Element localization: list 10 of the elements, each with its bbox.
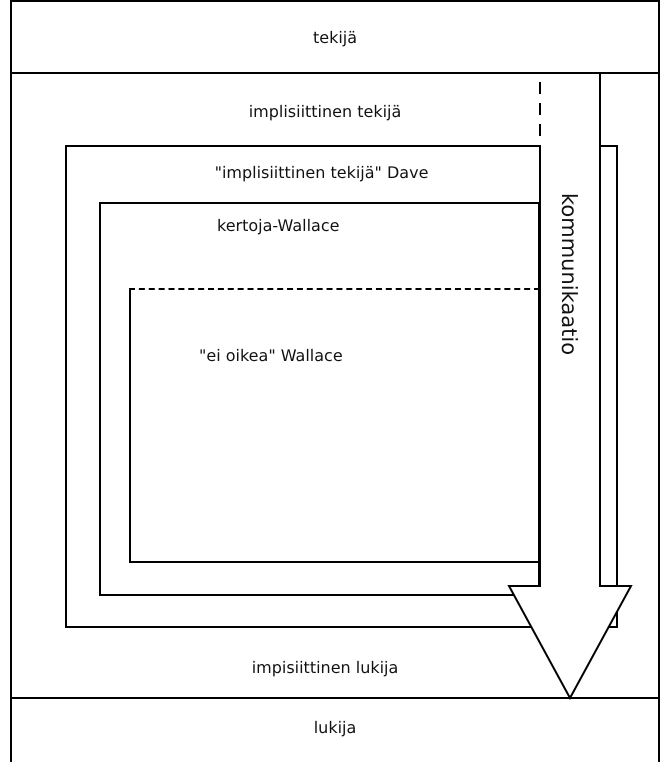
box-title: "ei oikea" Wallace: [199, 346, 343, 365]
band-title: lukija: [314, 718, 356, 737]
block-arrow: [507, 72, 633, 699]
reader-band: [10, 697, 660, 762]
edge-label: kommunikaatio: [557, 193, 581, 356]
band-title: implisiittinen tekijä: [248, 102, 402, 121]
band-title: tekijä: [312, 28, 358, 47]
box-title: "implisiittinen tekijä" Dave: [214, 163, 428, 182]
band-title: impisiittinen lukija: [252, 658, 398, 677]
box-title: kertoja-Wallace: [217, 216, 340, 235]
